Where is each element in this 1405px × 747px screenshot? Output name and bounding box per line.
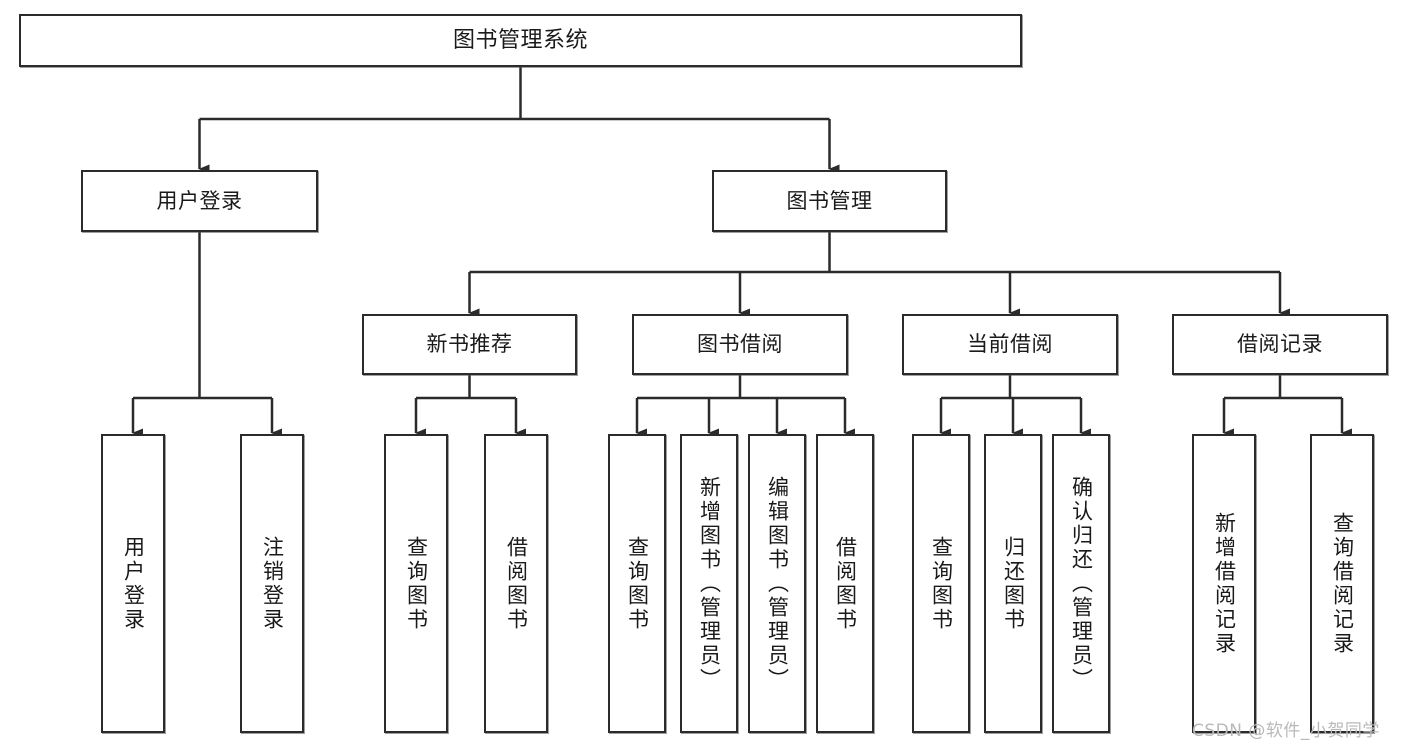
node-label: 图书管理 <box>786 188 873 213</box>
watermark-text: CSDN @软件_小贺同学 <box>1192 721 1380 741</box>
node-book-borrow[interactable]: 图书借阅 <box>632 314 848 375</box>
node-leaf-logout[interactable]: 注销登录 <box>240 434 304 733</box>
node-label: 确认归还（管理员） <box>1069 475 1094 692</box>
node-leaf-query-book-borrow[interactable]: 查询图书 <box>608 434 666 733</box>
node-leaf-borrow-book-rec[interactable]: 借阅图书 <box>484 434 548 733</box>
node-leaf-query-book-cur[interactable]: 查询图书 <box>912 434 970 733</box>
node-leaf-add-book[interactable]: 新增图书（管理员） <box>680 434 738 733</box>
connector-paths <box>131 67 1352 438</box>
node-leaf-query-book-rec[interactable]: 查询图书 <box>384 434 448 733</box>
node-user-login[interactable]: 用户登录 <box>81 170 318 232</box>
node-label: 注销登录 <box>260 535 285 632</box>
node-label: 新增图书（管理员） <box>697 475 722 692</box>
node-borrow-record[interactable]: 借阅记录 <box>1172 314 1388 375</box>
node-current-borrow[interactable]: 当前借阅 <box>902 314 1118 375</box>
node-root[interactable]: 图书管理系统 <box>19 14 1022 67</box>
node-leaf-query-record[interactable]: 查询借阅记录 <box>1310 434 1374 733</box>
node-label: 新书推荐 <box>426 332 513 357</box>
node-label: 借阅图书 <box>833 535 858 632</box>
node-leaf-add-record[interactable]: 新增借阅记录 <box>1192 434 1256 733</box>
node-book-manage[interactable]: 图书管理 <box>712 170 947 232</box>
node-label: 新增借阅记录 <box>1212 511 1237 656</box>
node-label: 查询图书 <box>929 535 954 632</box>
node-label: 当前借阅 <box>967 332 1053 357</box>
node-label: 用户登录 <box>156 188 243 213</box>
node-leaf-return-book[interactable]: 归还图书 <box>984 434 1042 733</box>
node-leaf-confirm-return[interactable]: 确认归还（管理员） <box>1052 434 1110 733</box>
node-label: 图书管理系统 <box>452 27 588 53</box>
node-label: 查询借阅记录 <box>1330 511 1355 656</box>
node-label: 借阅图书 <box>504 535 529 632</box>
node-leaf-edit-book[interactable]: 编辑图书（管理员） <box>748 434 806 733</box>
node-leaf-borrow-book[interactable]: 借阅图书 <box>816 434 874 733</box>
node-label: 归还图书 <box>1001 535 1026 632</box>
node-label: 图书借阅 <box>697 332 783 357</box>
node-label: 借阅记录 <box>1237 332 1323 357</box>
node-label: 查询图书 <box>625 535 650 632</box>
node-label: 用户登录 <box>121 535 146 632</box>
node-label: 编辑图书（管理员） <box>765 475 790 692</box>
node-label: 查询图书 <box>404 535 429 632</box>
node-new-book-rec[interactable]: 新书推荐 <box>362 314 577 375</box>
node-leaf-user-login[interactable]: 用户登录 <box>101 434 165 733</box>
